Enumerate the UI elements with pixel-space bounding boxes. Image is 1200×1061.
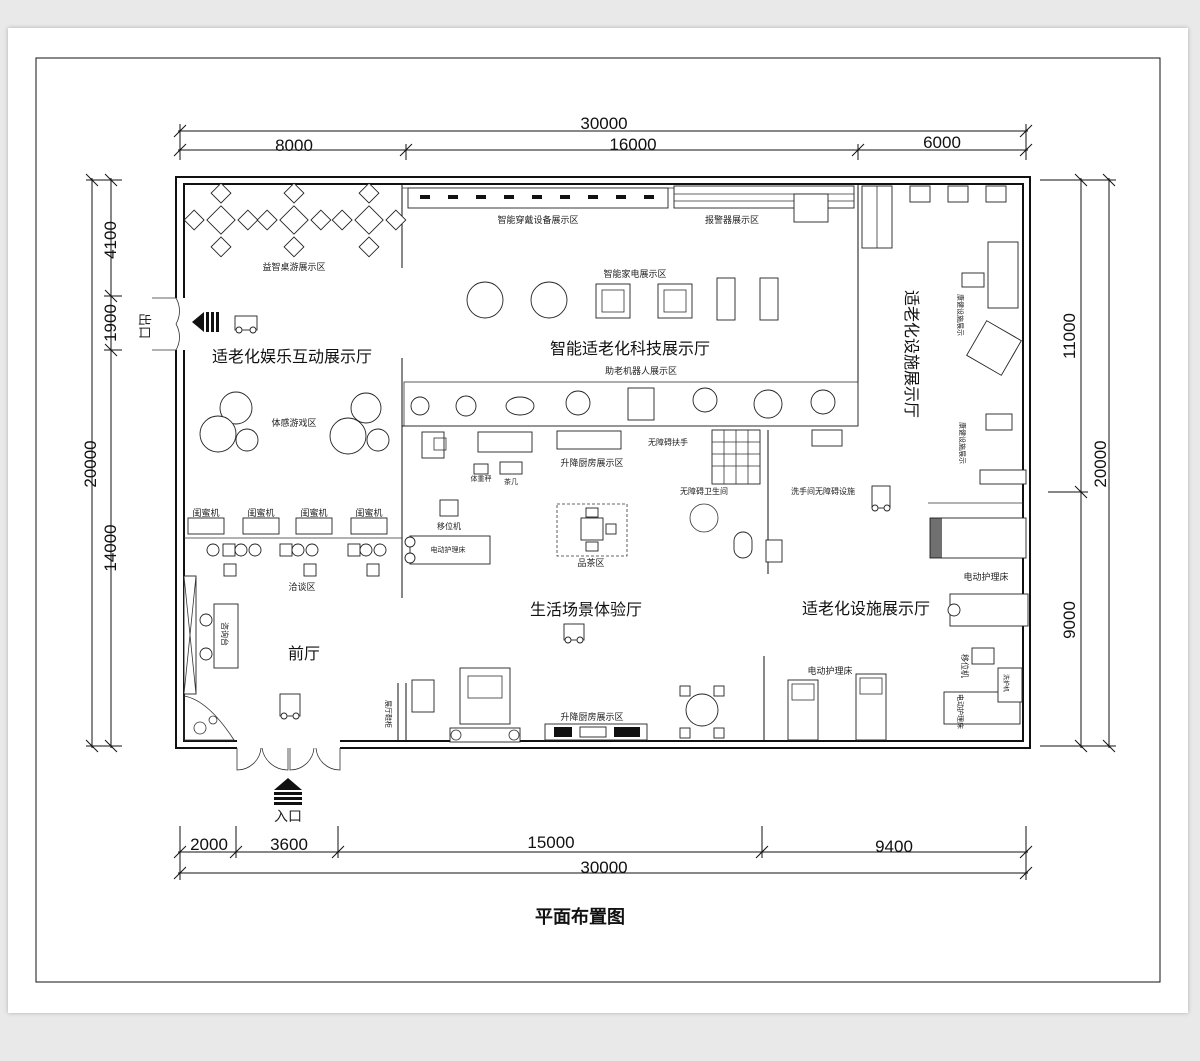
booth-label-1: 闺蜜机 (192, 507, 219, 519)
wearable-display (407, 187, 669, 209)
nursing-beds-right (929, 517, 1029, 725)
bottom-dimension-2: 3600 (270, 835, 308, 854)
accessible-bathroom (689, 429, 843, 574)
lobby-shelves (183, 575, 197, 695)
puzzle-game-tables (183, 182, 407, 258)
drawing-title: 平面布置图 (535, 906, 625, 928)
top-dimension-3: 6000 (923, 133, 961, 152)
top-dimension-1: 8000 (275, 136, 313, 155)
zone-rehab-2: 康健设施展示 (958, 422, 967, 464)
zone-puzzle-table: 益智桌游展示区 (262, 261, 325, 273)
zone-nursing-bed-small: 电动护理床 (431, 545, 466, 554)
entrance-arrow-icon (274, 778, 302, 805)
left-dimension-3: 14000 (101, 524, 120, 571)
bottom-life-hall-furniture (411, 667, 725, 743)
right-dimension-1: 11000 (1060, 313, 1079, 359)
zone-smart-home: 智能家电展示区 (603, 268, 666, 280)
zone-kitchen-top: 升降厨房展示区 (560, 457, 623, 469)
zone-lift-machine-2: 移位机 (960, 654, 970, 678)
life-hall-furniture (421, 430, 622, 475)
entrance-label: 入口 (274, 809, 302, 825)
zone-grab-bar: 无障碍扶手 (648, 437, 688, 447)
zone-somatic-game: 体感游戏区 (271, 417, 316, 429)
drawing-sheet: 30000 8000 16000 6000 20000 4100 1900 14… (8, 28, 1188, 1013)
zone-tea: 品茶区 (577, 557, 604, 569)
right-dimension-2: 9000 (1060, 601, 1079, 639)
hall-facility-bottom-title: 适老化设施展示厅 (802, 599, 930, 618)
zone-nursing-bed-3: 电动护理床 (956, 694, 965, 729)
zone-robot: 助老机器人展示区 (605, 365, 677, 377)
left-total-dimension: 20000 (81, 440, 100, 487)
smart-home-appliances (466, 277, 779, 321)
zone-wearable: 智能穿戴设备展示区 (497, 214, 578, 226)
entrance-doors (236, 747, 341, 771)
girlfriend-machine-booths (187, 517, 388, 535)
hall-facility-top-title: 适老化设施展示厅 (902, 290, 921, 418)
exit-door (152, 297, 180, 351)
robot-display-row (403, 381, 859, 427)
tea-area (556, 503, 628, 557)
bottom-dimension-1: 2000 (190, 835, 228, 854)
booth-label-3: 闺蜜机 (300, 507, 327, 519)
consulting-desk (199, 603, 239, 669)
bottom-dimension-3: 15000 (527, 833, 574, 852)
right-total-dimension: 20000 (1091, 440, 1110, 487)
left-dimension-lines (85, 173, 122, 753)
zone-nursing-bed-1: 电动护理床 (963, 571, 1008, 583)
hall-tech-title: 智能适老化科技展示厅 (550, 339, 710, 358)
exit-label: 出口 (136, 313, 151, 339)
zone-alarm: 报警器展示区 (705, 214, 759, 226)
hall-lobby-title: 前厅 (288, 644, 320, 663)
booth-label-4: 闺蜜机 (355, 507, 382, 519)
floor-plan: 30000 8000 16000 6000 20000 4100 1900 14… (35, 57, 1161, 983)
zone-scale: 体重秤 (471, 474, 492, 483)
wheelchair-icon-entertainment (234, 315, 258, 334)
zone-accessible-wc: 无障碍卫生间 (680, 486, 728, 496)
facility-equipment-top (861, 185, 1027, 485)
wheelchair-icon-lobby (279, 693, 301, 720)
outer-walls (175, 176, 1031, 749)
zone-consulting: 咨询台 (220, 622, 230, 646)
lobby-plant-icon (183, 695, 235, 741)
booth-label-2: 闺蜜机 (247, 507, 274, 519)
zone-wash-facility: 洗手间无障碍设施 (791, 486, 855, 496)
hall-life-title: 生活场景体验厅 (530, 600, 642, 619)
wheelchair-icon-life (871, 485, 891, 512)
drawing-frame (35, 57, 1161, 983)
left-dimension-2: 1900 (101, 304, 120, 342)
bottom-dimension-4: 9400 (875, 837, 913, 856)
zone-rehab-1: 康健设施展示 (956, 294, 965, 336)
somatic-game-circles (199, 391, 390, 455)
lift-machine-and-bed (404, 499, 491, 565)
bottom-total-dimension: 30000 (580, 858, 627, 877)
top-total-dimension: 30000 (580, 114, 627, 133)
right-dimension-lines (1040, 173, 1116, 753)
zone-kitchen-bottom: 升降厨房展示区 (560, 711, 623, 723)
top-dimension-2: 16000 (609, 135, 656, 154)
top-dimension-lines (173, 124, 1033, 160)
zone-toilet-machine: 洗护机 (1002, 674, 1010, 692)
exit-arrow-icon (192, 312, 219, 332)
left-dimension-1: 4100 (101, 221, 120, 259)
hall-entertainment-title: 适老化娱乐互动展示厅 (212, 347, 372, 366)
wheelchair-icon-center (563, 623, 585, 644)
zone-nursing-bed-2: 电动护理床 (807, 665, 852, 677)
bottom-dimension-lines (173, 826, 1033, 880)
zone-tea-table: 茶几 (504, 477, 518, 486)
zone-lift-machine-1: 移位机 (437, 521, 461, 531)
alarm-display (673, 185, 855, 223)
zone-shoe-cabinet: 展厅鞋柜 (384, 700, 393, 728)
zone-negotiation: 洽谈区 (288, 581, 315, 593)
negotiation-seats (206, 543, 387, 577)
nursing-beds-bottom (787, 673, 887, 741)
